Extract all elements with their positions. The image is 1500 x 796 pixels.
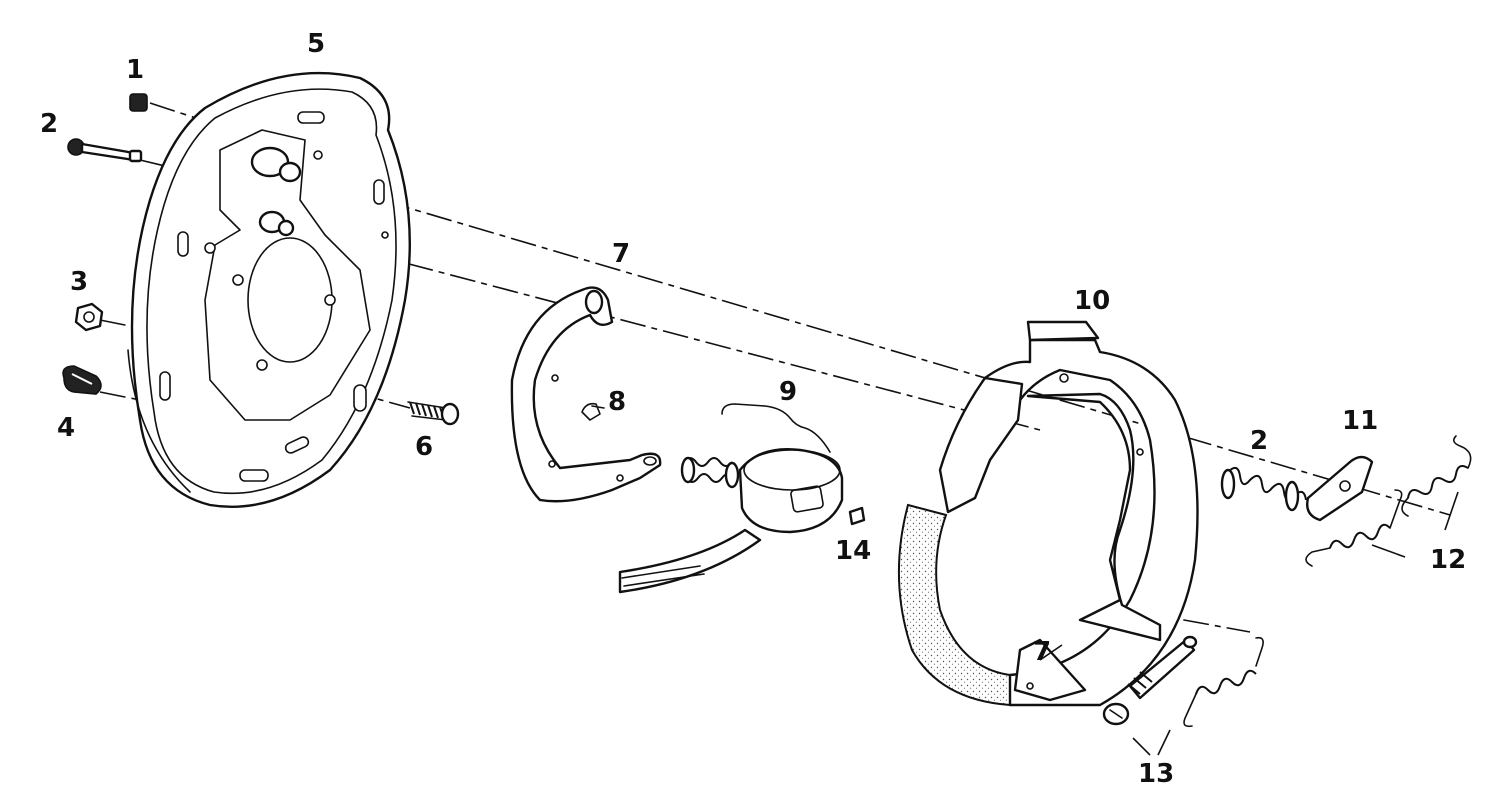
part-5-backing-plate bbox=[127, 71, 411, 509]
callout-7-lower: 7 bbox=[1033, 637, 1051, 667]
part-10-brake-shoe bbox=[897, 320, 1199, 707]
callout-11: 11 bbox=[1342, 406, 1378, 436]
callout-7-upper: 7 bbox=[612, 239, 630, 269]
callout-5: 5 bbox=[307, 29, 325, 59]
callout-2-left: 2 bbox=[40, 109, 58, 139]
part-13-adjuster bbox=[1102, 635, 1264, 728]
callout-4: 4 bbox=[57, 413, 75, 443]
part-6-stud bbox=[407, 401, 460, 426]
part-12-springs bbox=[1305, 435, 1472, 567]
callout-12: 12 bbox=[1430, 545, 1466, 575]
callout-3: 3 bbox=[70, 267, 88, 297]
callout-9: 9 bbox=[779, 377, 797, 407]
callout-13: 13 bbox=[1138, 759, 1174, 789]
callout-8: 8 bbox=[608, 387, 626, 417]
callout-2-right: 2 bbox=[1250, 426, 1268, 456]
part-9-magnet bbox=[618, 403, 866, 594]
part-3-nut bbox=[74, 302, 104, 332]
part-7-magnet-arm bbox=[510, 286, 662, 503]
leader-lines bbox=[1039, 491, 1459, 756]
part-11-plate bbox=[1306, 455, 1374, 522]
part-8-retainer bbox=[581, 402, 605, 421]
part-2b-spring bbox=[1220, 466, 1307, 512]
callout-14: 14 bbox=[835, 536, 871, 566]
callout-1: 1 bbox=[126, 55, 144, 85]
part-1-clip bbox=[129, 93, 148, 112]
callout-labels: 1 2 3 4 5 6 7 8 9 10 2 11 12 13 14 7 bbox=[40, 29, 1466, 789]
part-2-bolt bbox=[67, 138, 143, 163]
part-4-plug bbox=[62, 365, 102, 395]
callout-10: 10 bbox=[1074, 286, 1110, 316]
callout-6: 6 bbox=[415, 432, 433, 462]
